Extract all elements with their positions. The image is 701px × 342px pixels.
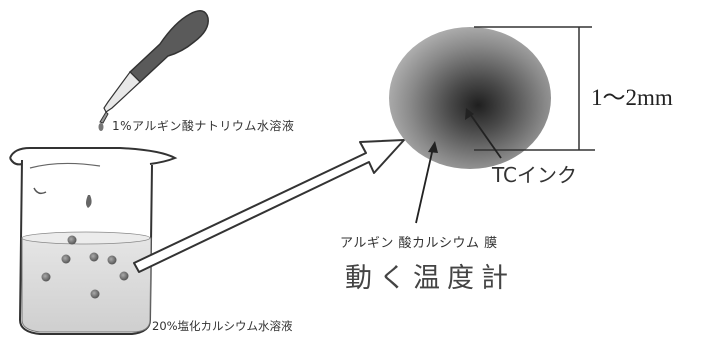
alginate-solution-label: 1%アルギン酸ナトリウム水溶液 (112, 119, 295, 133)
calcium-chloride-label: 20%塩化カルシウム水溶液 (152, 319, 293, 333)
dropper-icon (98, 10, 209, 131)
size-indicator (474, 26, 595, 151)
ink-pointer-arrow (465, 108, 502, 159)
membrane-label: アルギン 酸カルシウム 膜 (340, 236, 498, 251)
bead-icon (61, 254, 71, 264)
size-label: 1〜2mm (591, 85, 673, 110)
bead-icon (90, 289, 100, 299)
beaker-icon (9, 147, 178, 335)
membrane-pointer-arrow (415, 141, 438, 224)
bead-icon (119, 271, 129, 281)
ink-label: TCインク (492, 163, 578, 187)
diagram-title: 動く温度計 (345, 263, 515, 294)
arrow-icon (133, 139, 405, 273)
bead-icon (107, 255, 117, 265)
bead-icon (89, 252, 99, 262)
bead-icon (41, 272, 51, 282)
capsule-icon (389, 27, 551, 169)
bead-icon (67, 235, 77, 245)
